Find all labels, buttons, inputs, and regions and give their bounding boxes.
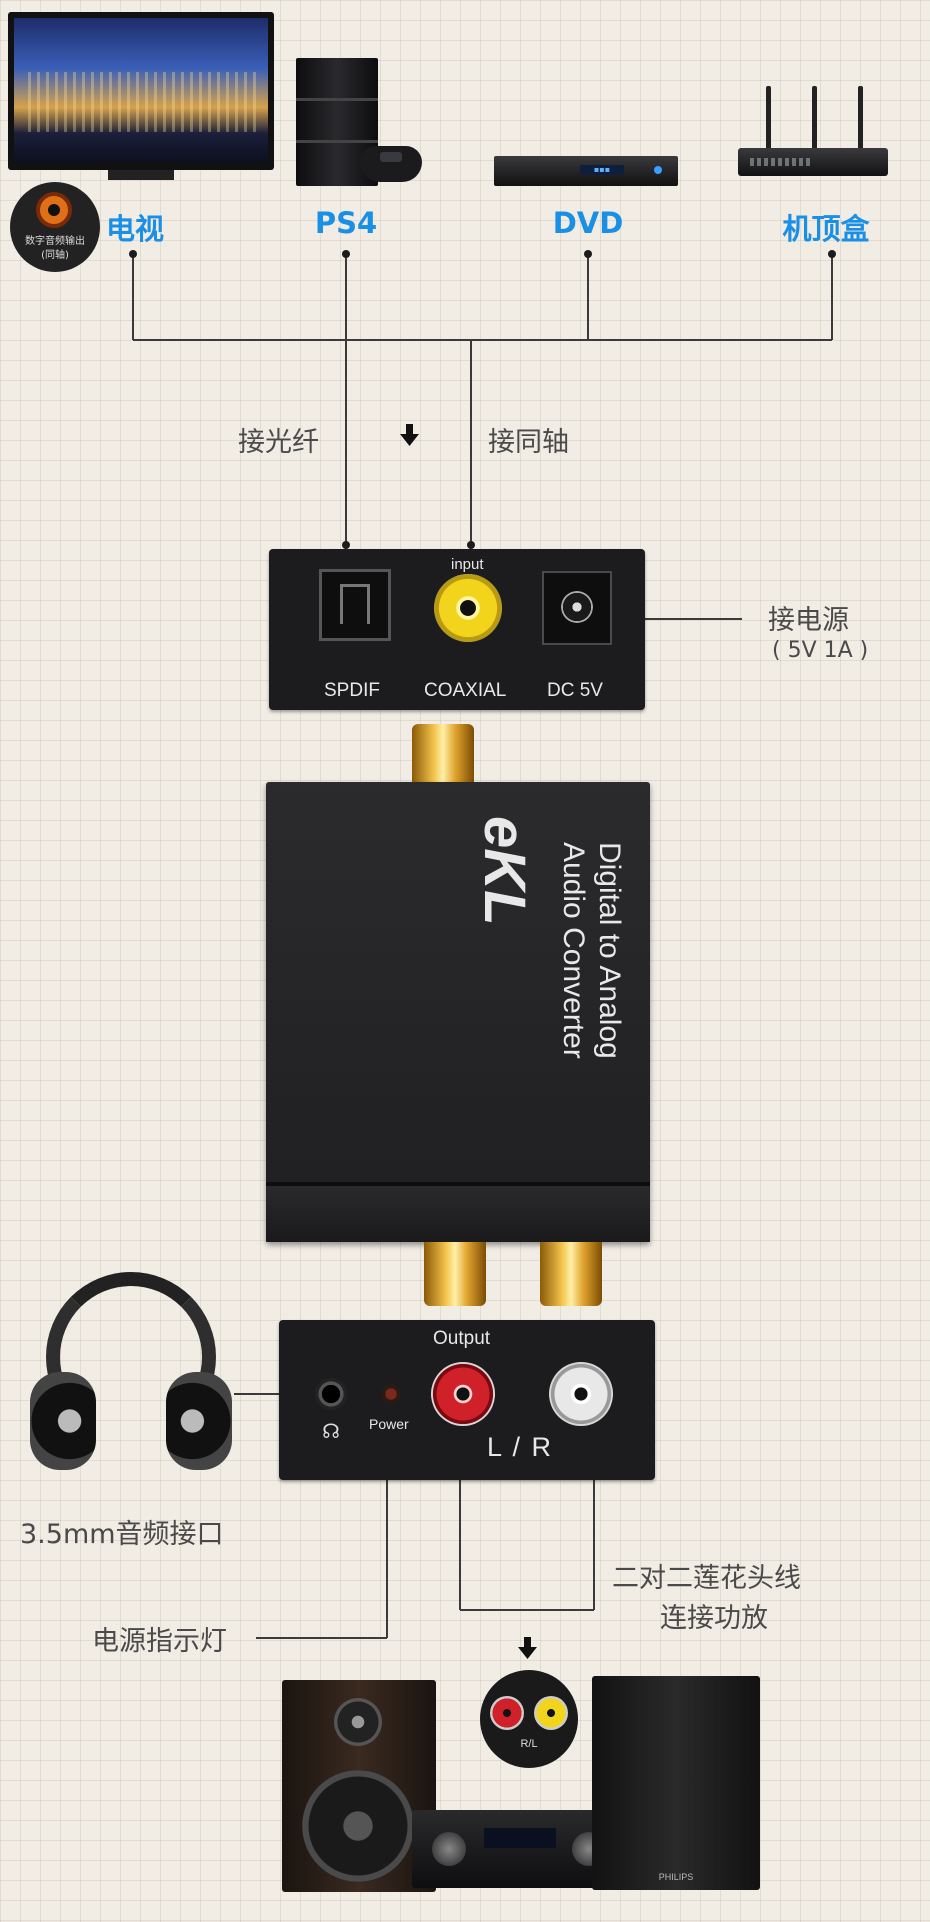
dvd-player-icon: ▪▪▪ xyxy=(494,156,678,186)
badge-line2: (同轴) xyxy=(41,250,69,261)
amp-rca-jack-badge: R/L xyxy=(480,1670,578,1768)
arrow-down-icon xyxy=(400,424,537,1659)
coaxial-label: COAXIAL xyxy=(424,680,507,701)
dc-port xyxy=(542,571,612,645)
spdif-port xyxy=(319,569,391,641)
top-rca-plug xyxy=(412,724,474,788)
output-label: Output xyxy=(433,1328,491,1349)
output-panel: Output ☊ Power L / R xyxy=(279,1320,655,1480)
power-led xyxy=(381,1384,401,1404)
brand-logo: eKL xyxy=(472,816,537,926)
input-label: input xyxy=(451,556,484,573)
set-top-box-icon xyxy=(734,86,894,186)
speaker-brand-right: PHILIPS xyxy=(658,1872,694,1882)
converter-base xyxy=(266,1186,650,1242)
rca-note-line2: 连接功放 xyxy=(660,1603,768,1634)
power-note-line2: ( 5V 1A ) xyxy=(772,638,869,663)
power-led-note: 电源指示灯 xyxy=(92,1626,227,1657)
tv-icon xyxy=(8,12,274,180)
coaxial-note: 接同轴 xyxy=(488,427,569,458)
converter-body: eKL Digital to Analog Audio Converter xyxy=(266,782,650,1242)
rca-out-right xyxy=(549,1362,613,1426)
controller-icon xyxy=(360,146,422,182)
headphone-symbol-icon: ☊ xyxy=(322,1419,340,1443)
bottom-rca-plug-right xyxy=(540,1242,602,1306)
lr-label: L / R xyxy=(487,1432,554,1462)
power-note-line1: 接电源 xyxy=(768,605,849,636)
rca-out-left xyxy=(431,1362,495,1426)
source-label-stb: 机顶盒 xyxy=(782,212,870,246)
converter-title-line1: Digital to Analog xyxy=(593,842,626,1059)
spdif-label: SPDIF xyxy=(324,680,380,701)
bottom-rca-plug-left xyxy=(424,1242,486,1306)
rca-note-line1: 二对二莲花头线 xyxy=(612,1563,801,1594)
headphone-note: 3.5mm音频接口 xyxy=(20,1519,224,1550)
speaker-left-icon xyxy=(282,1680,436,1892)
converter-title-line2: Audio Converter xyxy=(557,842,590,1059)
dc-label: DC 5V xyxy=(547,680,603,701)
headphones-icon xyxy=(26,1262,236,1482)
source-label-tv: 电视 xyxy=(105,212,164,246)
amp-jack-label: R/L xyxy=(520,1738,538,1750)
converter-seam xyxy=(266,1182,650,1186)
optical-note: 接光纤 xyxy=(238,427,319,458)
badge-line1: 数字音频输出 xyxy=(25,236,85,247)
source-label-dvd: DVD xyxy=(552,206,624,240)
coaxial-output-badge: 数字音频输出 (同轴) xyxy=(10,182,100,272)
power-label: Power xyxy=(369,1416,409,1432)
headphone-jack xyxy=(315,1378,347,1410)
input-panel: input SPDIF COAXIAL DC 5V xyxy=(269,549,645,710)
speaker-right-icon: PHILIPS xyxy=(592,1676,760,1890)
coaxial-port xyxy=(434,574,502,642)
source-label-ps4: PS4 xyxy=(314,206,378,240)
